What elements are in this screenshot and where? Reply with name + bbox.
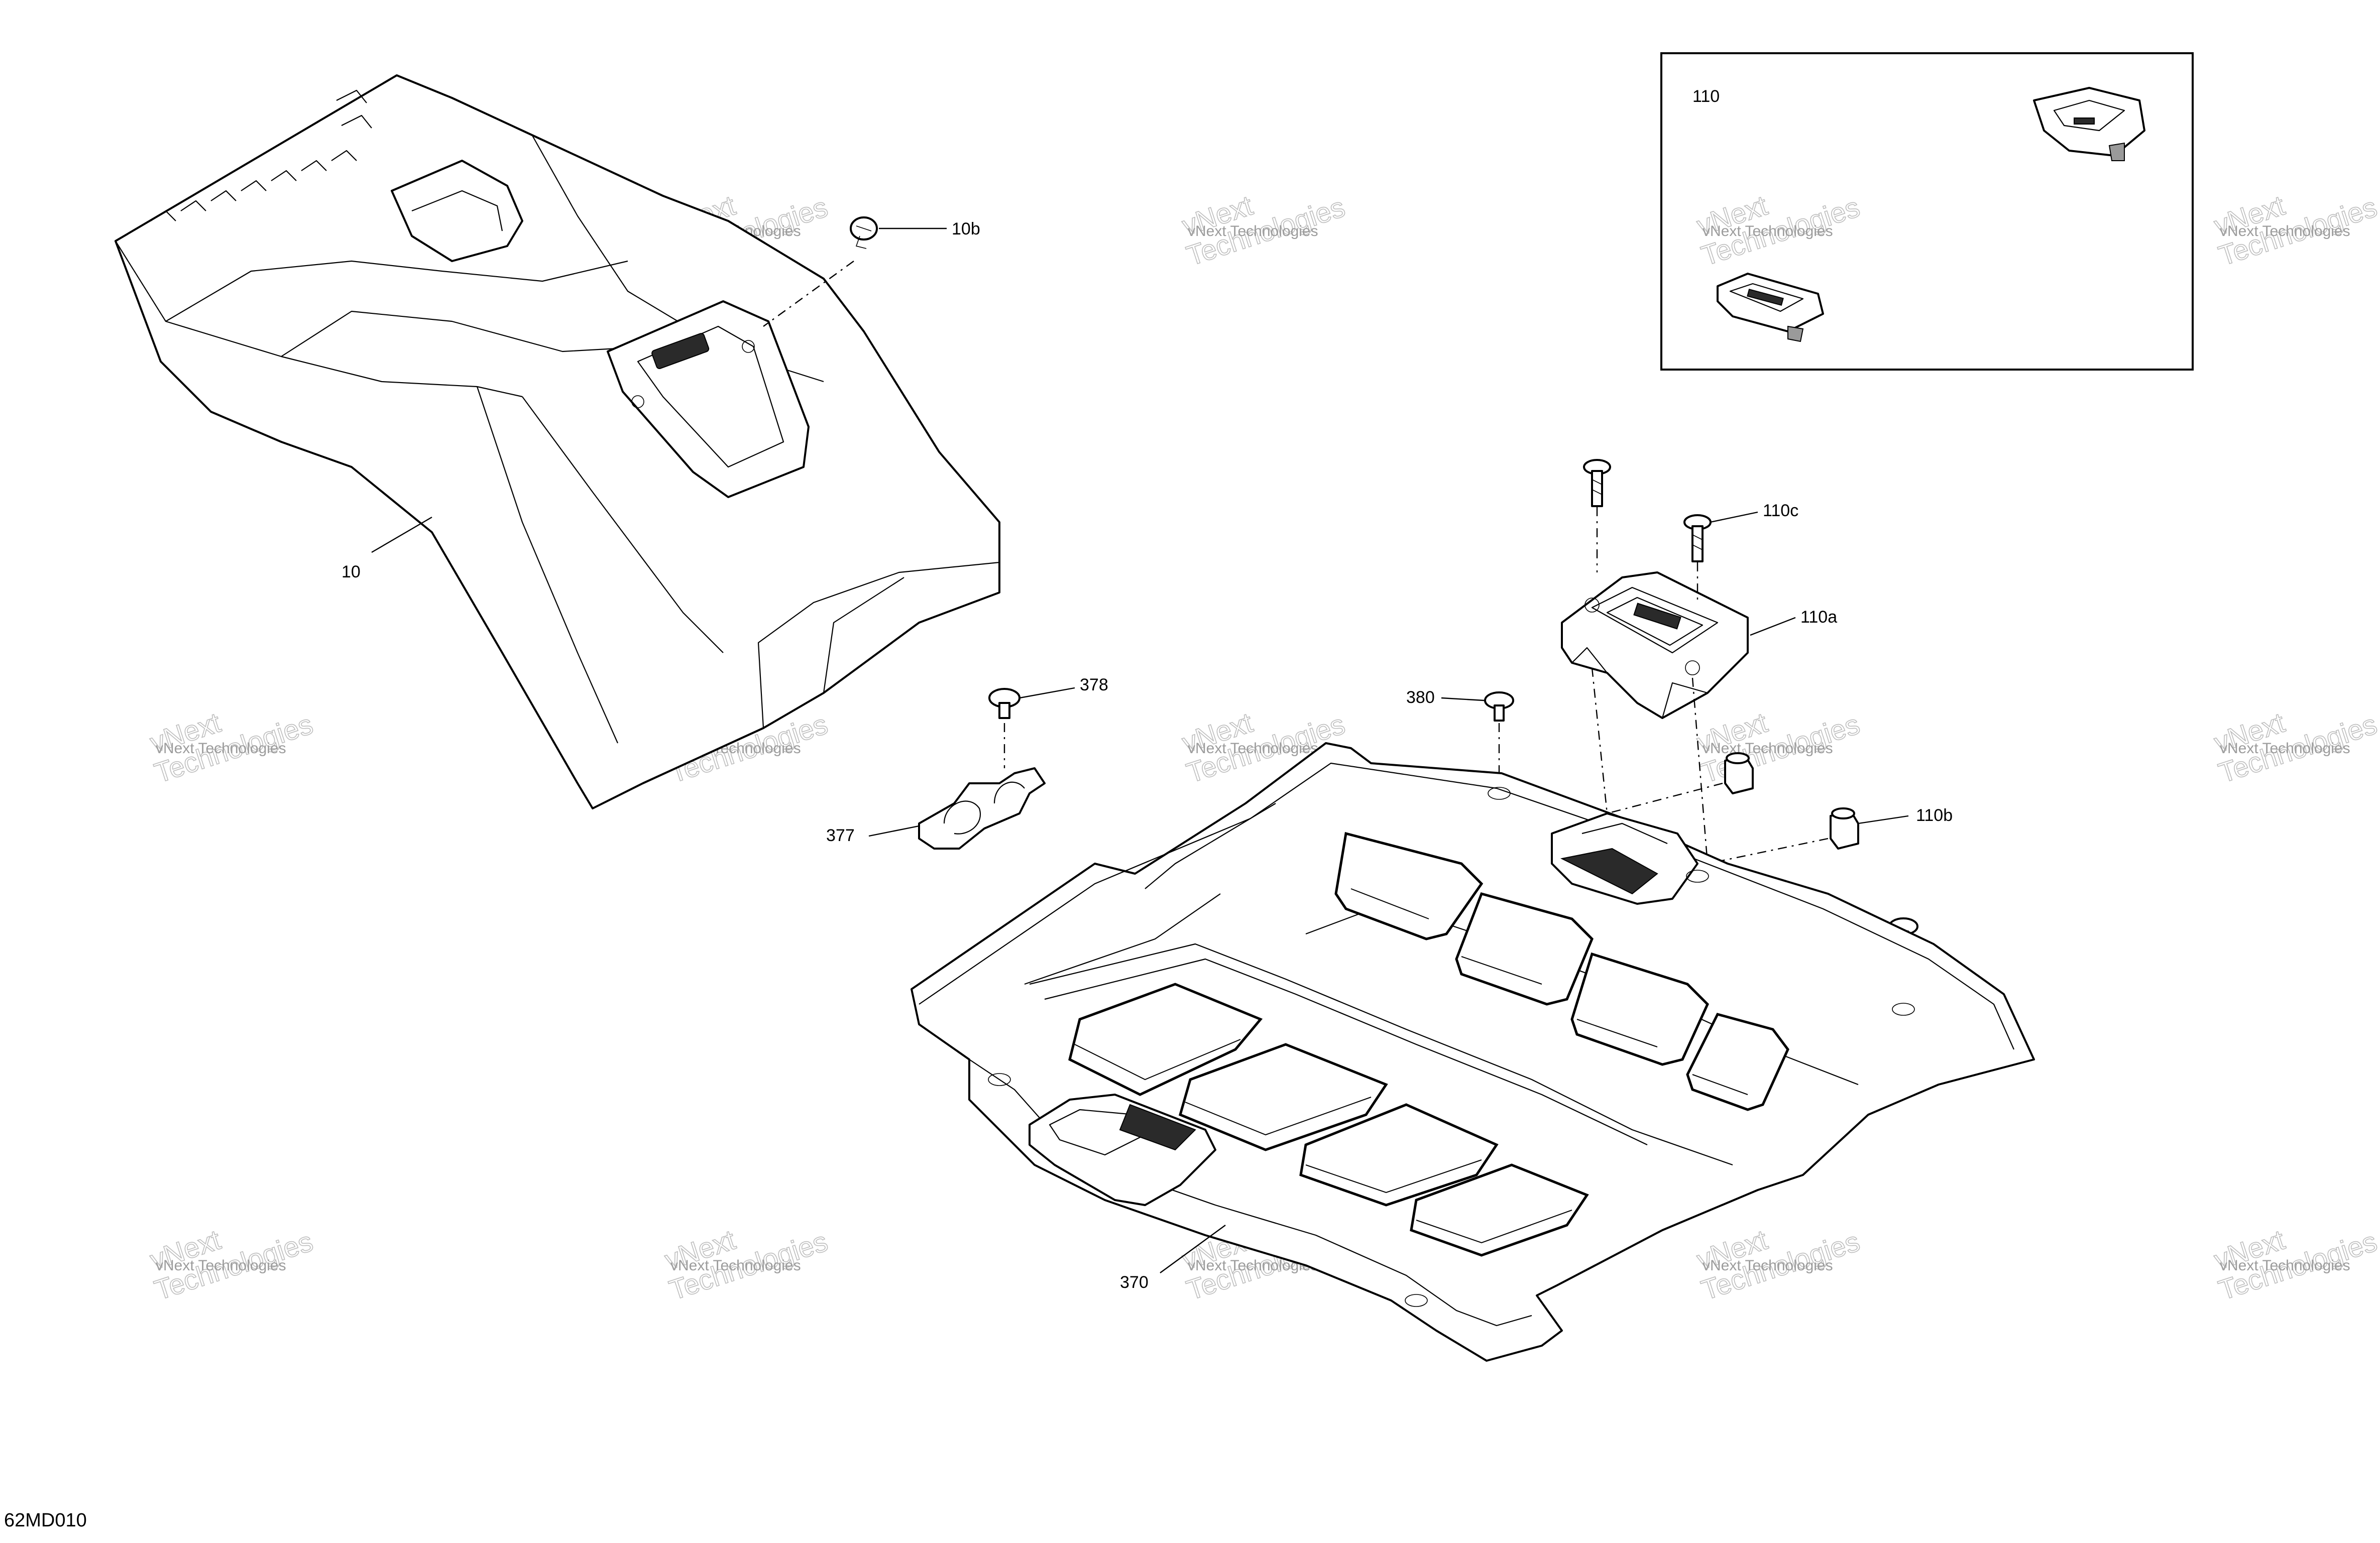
drawing-number: 62MD010 xyxy=(4,1510,87,1531)
handle-part-110a xyxy=(1561,571,1749,719)
mounting-hole xyxy=(1686,870,1709,883)
watermark: vNext Technologies vNext Technologies xyxy=(660,1223,832,1307)
screw-110c xyxy=(1683,514,1712,562)
callout-10b: 10b xyxy=(952,219,980,239)
assembly-line-nuts xyxy=(1607,782,1829,865)
skid-pad xyxy=(1178,1043,1388,1151)
screw-380 xyxy=(1484,691,1514,722)
inset-box-110 xyxy=(1660,52,2194,371)
callout-370: 370 xyxy=(1120,1273,1149,1292)
watermark: vNext Technologies vNext Technologies xyxy=(2210,706,2380,789)
watermark: vNext Technologies vNext Technologies xyxy=(1692,1223,1864,1307)
assembly-line-screw-a xyxy=(1591,507,1608,814)
watermark-text: vNext Technologies xyxy=(1703,740,1833,757)
watermark: vNext Technologies vNext Technologies xyxy=(146,706,317,789)
callout-labels: 10 10b 110 110c 110a 110b 380 378 377 37… xyxy=(342,87,1953,1292)
watermark-text: vNext Technologies xyxy=(670,1257,801,1274)
watermark: vNext Technologies vNext Technologies xyxy=(146,1223,317,1307)
skid-pad xyxy=(1410,1163,1589,1257)
mounting-hole xyxy=(1488,787,1511,800)
watermark: vNext Technologies vNext Technologies xyxy=(2210,189,2380,272)
protector-panel-part-10 xyxy=(115,74,1000,809)
mounting-hole xyxy=(1892,1003,1915,1016)
watermark-text: vNext Technologies xyxy=(2220,1257,2350,1274)
watermark-text: vNext Technologies xyxy=(1703,223,1833,240)
watermark-text: vNext Technologies xyxy=(156,740,286,757)
mounting-hole xyxy=(988,1073,1011,1086)
skid-plate-part-370 xyxy=(911,742,2035,1362)
watermark: vNext Technologies vNext Technologies xyxy=(1692,706,1864,789)
watermark-text: vNext Technologies xyxy=(2220,223,2350,240)
top-handle xyxy=(1551,812,1698,905)
standoff-nut-upper xyxy=(1724,752,1754,794)
watermark-text: vNext Technologies xyxy=(156,1257,286,1274)
callout-110: 110 xyxy=(1692,87,1720,106)
watermark: vNext Technologies vNext Technologies xyxy=(1692,189,1864,272)
skid-pad xyxy=(1455,892,1594,1006)
handle-thumbnail-lower xyxy=(1717,273,1824,342)
assembly-line-10b xyxy=(763,261,854,327)
callout-110b: 110b xyxy=(1916,806,1953,825)
skid-pad xyxy=(1299,1103,1499,1207)
handle-thumbnail-upper xyxy=(2033,87,2145,161)
screw-upper-left xyxy=(1583,459,1611,507)
watermark-text: vNext Technologies xyxy=(1188,223,1318,240)
watermark-text: vNext Technologies xyxy=(1703,1257,1833,1274)
screw-10b xyxy=(850,216,878,249)
watermark-text: vNext Technologies xyxy=(2220,740,2350,757)
watermark: vNext Technologies vNext Technologies xyxy=(2210,1223,2380,1307)
callout-378: 378 xyxy=(1080,675,1108,694)
callout-380: 380 xyxy=(1406,688,1435,707)
skid-pad xyxy=(1686,1013,1789,1111)
mounting-hole xyxy=(1405,1294,1428,1307)
screw-378 xyxy=(988,688,1021,719)
callout-10: 10 xyxy=(342,562,361,581)
standoff-nut-110b xyxy=(1830,807,1859,850)
callout-377: 377 xyxy=(826,826,855,845)
skid-pad xyxy=(1570,952,1709,1066)
clamp-part-377 xyxy=(918,767,1046,850)
skid-pad xyxy=(1068,983,1263,1096)
leader-lines xyxy=(371,227,1909,1273)
front-handle xyxy=(1029,1094,1216,1206)
callout-110c: 110c xyxy=(1763,501,1798,520)
watermark-text: vNext Technologies xyxy=(1188,740,1318,757)
callout-110a: 110a xyxy=(1800,608,1837,627)
watermark: vNext Technologies vNext Technologies xyxy=(1178,189,1349,272)
skid-pad xyxy=(1334,832,1484,940)
assembly-line-screw-b xyxy=(1691,562,1709,864)
